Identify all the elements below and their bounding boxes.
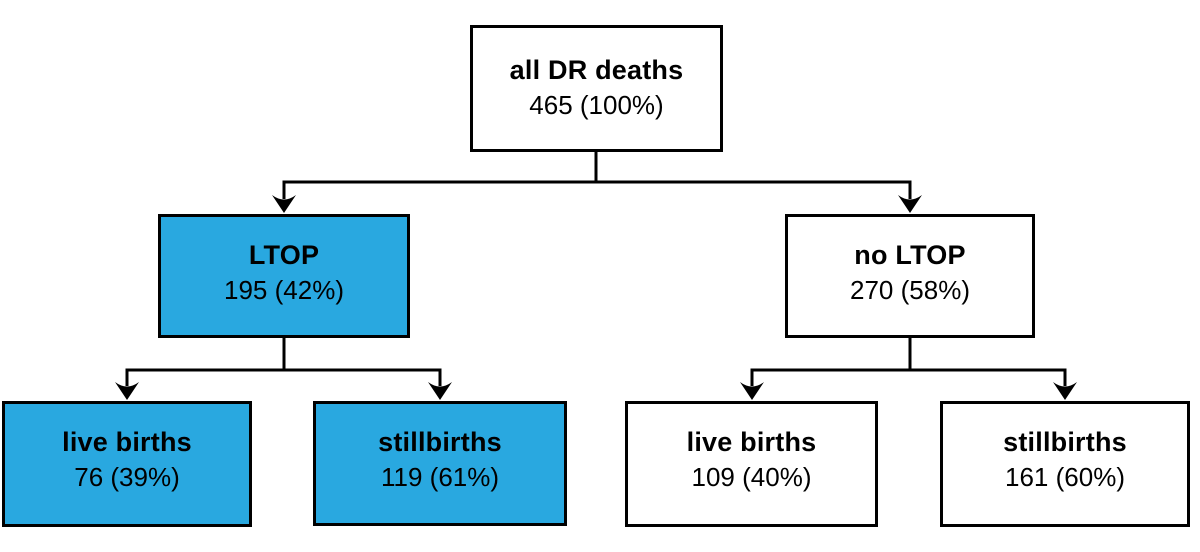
arrowhead-noltop: [898, 195, 922, 213]
node-value: 465 (100%): [529, 90, 664, 120]
node-ltop-stillbirths: stillbirths 119 (61%): [313, 401, 567, 526]
node-label: live births: [686, 427, 817, 457]
node-ltop: LTOP 195 (42%): [158, 214, 410, 338]
arrowhead-ltop-live: [115, 382, 139, 400]
node-value: 119 (61%): [380, 462, 500, 492]
arrowhead-noltop-live: [740, 382, 764, 400]
node-label: no LTOP: [854, 240, 966, 270]
arrowhead-noltop-still: [1053, 382, 1077, 400]
node-ltop-live-births: live births 76 (39%): [2, 401, 252, 527]
node-label: stillbirths: [1003, 427, 1127, 457]
node-no-ltop: no LTOP 270 (58%): [785, 214, 1035, 338]
node-value: 161 (60%): [1005, 462, 1125, 492]
node-value: 270 (58%): [850, 275, 970, 305]
node-label: LTOP: [248, 240, 320, 270]
node-label: all DR deaths: [509, 55, 684, 85]
arrowhead-ltop-still: [428, 382, 452, 400]
node-label: live births: [62, 427, 192, 457]
node-all-dr-deaths: all DR deaths 465 (100%): [470, 25, 723, 152]
node-value: 76 (39%): [74, 462, 180, 492]
node-label: stillbirths: [378, 427, 502, 457]
node-value: 109 (40%): [691, 462, 812, 492]
node-no-ltop-live-births: live births 109 (40%): [625, 401, 878, 527]
node-value: 195 (42%): [224, 275, 344, 305]
arrowhead-ltop: [272, 195, 296, 213]
node-no-ltop-stillbirths: stillbirths 161 (60%): [940, 401, 1190, 527]
